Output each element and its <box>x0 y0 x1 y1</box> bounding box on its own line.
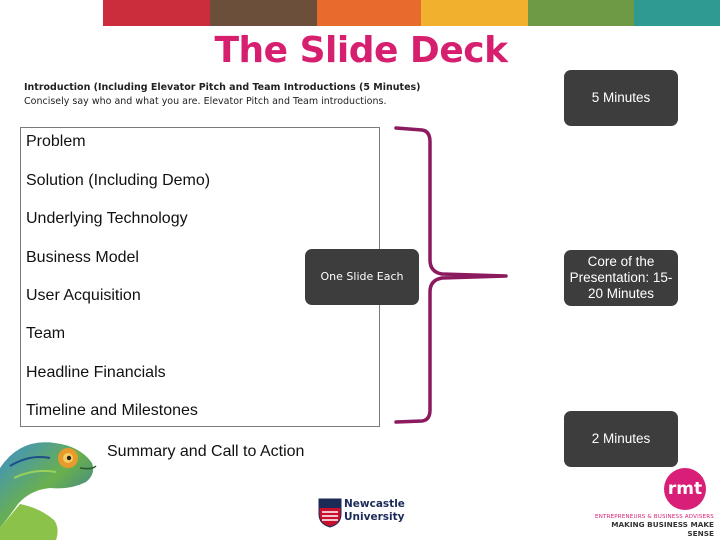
newcastle-university-logo: Newcastle University <box>318 496 414 532</box>
color-segment-brown <box>210 0 317 26</box>
summary-call-to-action: Summary and Call to Action <box>107 443 305 460</box>
color-segment-orange <box>317 0 421 26</box>
color-segment-white <box>0 0 103 26</box>
one-slide-each-box: One Slide Each <box>305 249 419 305</box>
chameleon-illustration <box>0 442 97 540</box>
top-color-bar <box>0 0 720 26</box>
topic-financials: Headline Financials <box>26 364 166 381</box>
university-shield-icon <box>318 498 342 528</box>
color-segment-teal <box>634 0 720 26</box>
color-segment-yellow <box>421 0 528 26</box>
topic-timeline: Timeline and Milestones <box>26 402 198 419</box>
rmt-circle: rmt <box>664 468 706 510</box>
curly-brace <box>394 126 508 424</box>
topic-user-acquisition: User Acquisition <box>26 287 141 304</box>
rmt-logo: rmt ENTREPRENEURS & BUSINESS ADVISERS MA… <box>594 466 714 538</box>
intro-heading: Introduction (Including Elevator Pitch a… <box>24 82 421 93</box>
topic-solution: Solution (Including Demo) <box>26 172 211 189</box>
topic-technology: Underlying Technology <box>26 210 188 227</box>
two-minutes-box: 2 Minutes <box>564 411 678 467</box>
rmt-tagline: MAKING BUSINESS MAKE SENSE <box>611 520 714 538</box>
core-presentation-box: Core of the Presentation: 15-20 Minutes <box>564 250 678 306</box>
rmt-subtitle: ENTREPRENEURS & BUSINESS ADVISERS <box>595 514 714 520</box>
topic-team: Team <box>26 325 66 342</box>
five-minutes-box: 5 Minutes <box>564 70 678 126</box>
color-segment-red <box>103 0 210 26</box>
intro-body: Concisely say who and what you are. Elev… <box>24 96 387 107</box>
topic-business-model: Business Model <box>26 249 139 266</box>
university-name: Newcastle University <box>344 498 405 523</box>
color-segment-green <box>528 0 634 26</box>
slide-title: The Slide Deck <box>214 30 508 71</box>
intro-block: Introduction (Including Elevator Pitch a… <box>24 81 421 109</box>
topic-problem: Problem <box>26 133 86 150</box>
